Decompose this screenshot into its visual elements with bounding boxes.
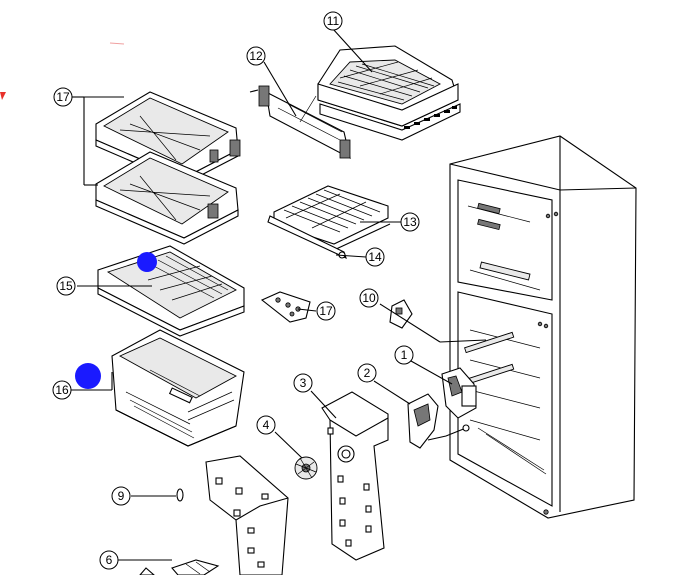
callout-14-label: 14 bbox=[368, 250, 382, 264]
callout-2: 2 bbox=[357, 363, 377, 383]
callout-1: 1 bbox=[394, 345, 414, 365]
part-2-thermostat bbox=[407, 393, 470, 449]
callout-17-shelves: 17 bbox=[53, 87, 73, 107]
callout-11: 11 bbox=[323, 11, 343, 31]
callout-12-label: 12 bbox=[249, 49, 263, 63]
callout-17-clip: 17 bbox=[316, 301, 336, 321]
callout-10: 10 bbox=[359, 288, 379, 308]
red-corner-mark bbox=[0, 92, 6, 100]
callout-11-label: 11 bbox=[327, 14, 340, 28]
part-6-fan-blade bbox=[138, 559, 220, 576]
callout-4: 4 bbox=[256, 415, 276, 435]
callout-17-clip-label: 17 bbox=[319, 304, 333, 318]
callout-9: 9 bbox=[111, 486, 131, 506]
part-12-glass-cover bbox=[249, 85, 351, 160]
callout-6: 6 bbox=[99, 550, 119, 570]
callout-15-label: 15 bbox=[59, 279, 73, 293]
blue-marker-crisper-drawer[interactable] bbox=[75, 363, 101, 389]
callout-12: 12 bbox=[246, 46, 266, 66]
callout-6-label: 6 bbox=[106, 553, 113, 567]
callout-3-label: 3 bbox=[300, 376, 307, 390]
part-17-clip bbox=[260, 291, 311, 323]
part-10-switch bbox=[389, 299, 413, 329]
callout-13-label: 13 bbox=[403, 215, 417, 229]
part-3-control-panel bbox=[321, 391, 389, 561]
callout-16: 16 bbox=[52, 380, 72, 400]
callout-10-label: 10 bbox=[362, 291, 376, 305]
callout-9-label: 9 bbox=[118, 489, 125, 503]
part-duct-assembly bbox=[205, 455, 289, 576]
part-4-knob bbox=[294, 456, 318, 480]
part-9-screw bbox=[176, 488, 184, 502]
blue-marker-crisper-cover[interactable] bbox=[137, 252, 157, 272]
red-dash-mark bbox=[109, 42, 125, 45]
leader-lines bbox=[71, 28, 487, 561]
part-13-wire-shelf bbox=[271, 185, 391, 251]
callout-16-label: 16 bbox=[55, 383, 69, 397]
part-15-crisper-cover bbox=[97, 245, 245, 337]
callout-17-shelves-label: 17 bbox=[56, 90, 70, 104]
callout-4-label: 4 bbox=[263, 418, 270, 432]
callout-15: 15 bbox=[56, 276, 76, 296]
callout-2-label: 2 bbox=[364, 366, 371, 380]
part-1-damper bbox=[441, 367, 477, 419]
refrigerator-cabinet bbox=[449, 135, 637, 519]
part-16-crisper-drawer bbox=[111, 329, 245, 447]
part-11-ice-tray bbox=[317, 45, 461, 141]
callout-1-label: 1 bbox=[401, 348, 408, 362]
callout-13: 13 bbox=[400, 212, 420, 232]
callout-3: 3 bbox=[293, 373, 313, 393]
callout-14: 14 bbox=[365, 247, 385, 267]
part-17-shelf-lower bbox=[95, 151, 239, 245]
